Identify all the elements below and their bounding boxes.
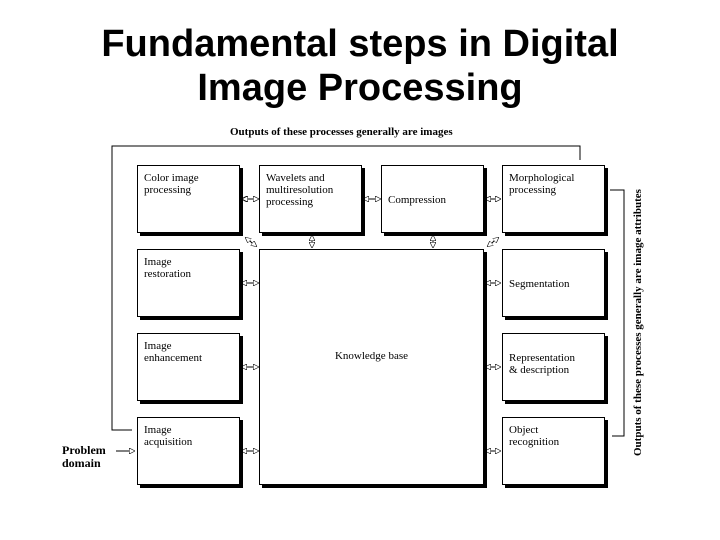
slide-title: Fundamental steps in Digital Image Proce… xyxy=(0,22,720,110)
representation-description-box: Representation & description xyxy=(502,333,605,401)
box-label: Image enhancement xyxy=(144,340,203,364)
wavelets-box: Wavelets and multiresolution processing xyxy=(259,165,362,233)
knowledge-base-label: Knowledge base xyxy=(334,350,408,362)
box-label: Wavelets and multiresolution processing xyxy=(266,172,334,208)
box-label: Object recognition xyxy=(509,424,560,448)
arrow-diag-right xyxy=(488,238,498,246)
segmentation-box: Segmentation xyxy=(502,249,605,317)
box-label: Morphological processing xyxy=(509,172,575,196)
image-restoration-box: Image restoration xyxy=(137,249,240,317)
images-feedback-line xyxy=(111,145,581,431)
box-label: Representation & description xyxy=(509,352,575,376)
attributes-feedback-line xyxy=(610,189,625,437)
top-caption: Outputs of these processes generally are… xyxy=(230,126,453,138)
color-image-processing-box: Color image processing xyxy=(137,165,240,233)
image-acquisition-box: Image acquisition xyxy=(137,417,240,485)
compression-box: Compression xyxy=(381,165,484,233)
box-label: Color image processing xyxy=(144,172,199,196)
box-label: Image acquisition xyxy=(144,424,193,448)
image-enhancement-box: Image enhancement xyxy=(137,333,240,401)
knowledge-base-box: Knowledge base xyxy=(259,249,484,485)
side-caption: Outputs of these processes generally are… xyxy=(632,189,644,456)
arrow-diag-left xyxy=(246,238,256,246)
object-recognition-box: Object recognition xyxy=(502,417,605,485)
box-label: Image restoration xyxy=(144,256,192,280)
box-label: Segmentation xyxy=(509,278,570,290)
box-label: Compression xyxy=(388,194,447,206)
title-line-1: Fundamental steps in Digital xyxy=(101,23,619,65)
title-line-2: Image Processing xyxy=(197,67,523,109)
morphological-processing-box: Morphological processing xyxy=(502,165,605,233)
problem-domain-label: Problem domain xyxy=(62,443,106,470)
